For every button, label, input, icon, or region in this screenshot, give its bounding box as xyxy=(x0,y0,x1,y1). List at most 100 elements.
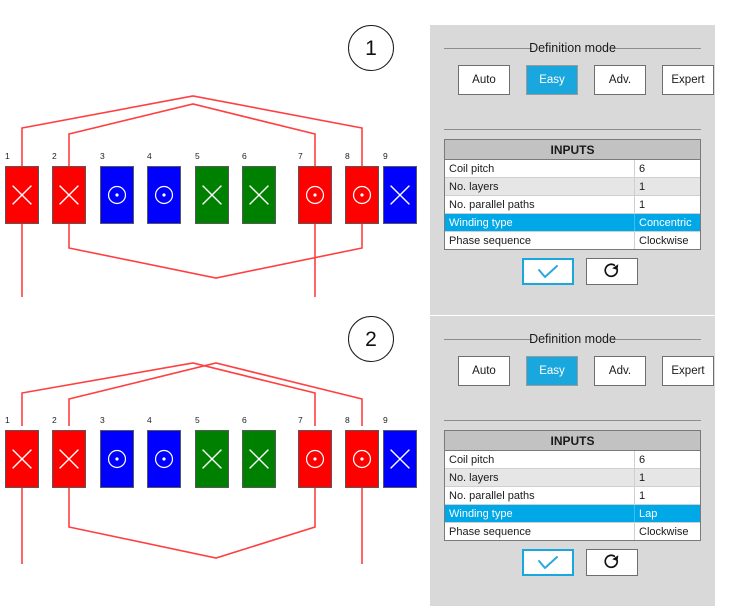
slot-number-3: 3 xyxy=(100,415,105,425)
groupbox-line-left xyxy=(444,339,532,340)
panel-divider xyxy=(444,420,701,421)
panel-actions-1 xyxy=(430,258,715,288)
slot-2[interactable] xyxy=(52,430,86,488)
slot-1[interactable] xyxy=(5,166,39,224)
definition-mode-buttons-1: Auto Easy Adv. Expert xyxy=(444,65,714,99)
current-out-icon xyxy=(154,449,174,469)
groupbox-line-right xyxy=(613,339,701,340)
step-badge-1-number: 1 xyxy=(365,36,377,60)
slot-3[interactable] xyxy=(100,166,134,224)
row-value[interactable]: Lap xyxy=(639,507,658,520)
row-value[interactable]: 1 xyxy=(639,180,646,193)
current-in-icon xyxy=(12,449,32,469)
definition-mode-legend: Definition mode xyxy=(529,41,616,55)
check-icon xyxy=(538,555,558,569)
coil-path-2-8-top xyxy=(68,362,363,426)
current-out-icon xyxy=(352,185,372,205)
slot-number-7: 7 xyxy=(298,415,303,425)
row-label: Coil pitch xyxy=(445,451,635,468)
row-value[interactable]: 1 xyxy=(639,471,646,484)
slot-9[interactable] xyxy=(383,430,417,488)
slot-6[interactable] xyxy=(242,166,276,224)
slot-number-4: 4 xyxy=(147,151,152,161)
lap-winding-paths xyxy=(21,362,363,564)
step-badge-1: 1 xyxy=(348,25,394,71)
confirm-button[interactable] xyxy=(522,549,574,576)
definition-mode-group-2: Definition mode Auto Easy Adv. Expert xyxy=(444,330,714,402)
definition-panel-2: Definition mode Auto Easy Adv. Expert IN… xyxy=(430,316,715,606)
slot-number-4: 4 xyxy=(147,415,152,425)
current-in-icon xyxy=(59,185,79,205)
slot-number-8: 8 xyxy=(345,151,350,161)
mode-button-easy[interactable]: Easy xyxy=(526,356,578,386)
slot-number-9: 9 xyxy=(383,415,388,425)
mode-button-expert[interactable]: Expert xyxy=(662,65,714,95)
row-label: Coil pitch xyxy=(445,160,635,177)
table-row[interactable]: Phase sequence Clockwise xyxy=(445,232,700,249)
mode-button-auto[interactable]: Auto xyxy=(458,356,510,386)
slot-3[interactable] xyxy=(100,430,134,488)
mode-button-adv[interactable]: Adv. xyxy=(594,356,646,386)
row-value[interactable]: 1 xyxy=(639,489,646,502)
row-value[interactable]: 6 xyxy=(639,162,646,175)
mode-button-easy[interactable]: Easy xyxy=(526,65,578,95)
groupbox-line-left xyxy=(444,48,532,49)
definition-panel-1: Definition mode Auto Easy Adv. Expert IN… xyxy=(430,25,715,315)
slot-2[interactable] xyxy=(52,166,86,224)
row-value[interactable]: 1 xyxy=(639,198,646,211)
row-value[interactable]: Clockwise xyxy=(639,525,689,538)
panel-actions-2 xyxy=(430,549,715,579)
mode-button-adv[interactable]: Adv. xyxy=(594,65,646,95)
slot-4[interactable] xyxy=(147,430,181,488)
slot-8[interactable] xyxy=(345,166,379,224)
coil-path-outer-top xyxy=(21,95,363,195)
current-in-icon xyxy=(12,185,32,205)
slot-4[interactable] xyxy=(147,166,181,224)
slot-1[interactable] xyxy=(5,430,39,488)
slot-number-7: 7 xyxy=(298,151,303,161)
row-label: Phase sequence xyxy=(445,232,635,249)
slot-number-3: 3 xyxy=(100,151,105,161)
current-in-icon xyxy=(59,449,79,469)
row-value[interactable]: Clockwise xyxy=(639,234,689,247)
row-label: No. layers xyxy=(445,469,635,486)
table-row[interactable]: Coil pitch 6 xyxy=(445,160,700,178)
slot-5[interactable] xyxy=(195,166,229,224)
reset-button[interactable] xyxy=(586,258,638,285)
confirm-button[interactable] xyxy=(522,258,574,285)
table-row[interactable]: Coil pitch 6 xyxy=(445,451,700,469)
row-value[interactable]: Concentric xyxy=(639,216,692,229)
slot-6[interactable] xyxy=(242,430,276,488)
reset-button[interactable] xyxy=(586,549,638,576)
concentric-winding-paths xyxy=(21,95,363,297)
slot-7[interactable] xyxy=(298,430,332,488)
slot-number-6: 6 xyxy=(242,151,247,161)
slot-9[interactable] xyxy=(383,166,417,224)
current-out-icon xyxy=(305,449,325,469)
current-in-icon xyxy=(249,449,269,469)
mode-button-expert[interactable]: Expert xyxy=(662,356,714,386)
slot-number-5: 5 xyxy=(195,151,200,161)
definition-mode-buttons-2: Auto Easy Adv. Expert xyxy=(444,356,714,390)
row-value[interactable]: 6 xyxy=(639,453,646,466)
slot-5[interactable] xyxy=(195,430,229,488)
slot-7[interactable] xyxy=(298,166,332,224)
current-in-icon xyxy=(202,449,222,469)
slot-number-2: 2 xyxy=(52,151,57,161)
mode-button-auto[interactable]: Auto xyxy=(458,65,510,95)
current-out-icon xyxy=(154,185,174,205)
table-row[interactable]: No. layers 1 xyxy=(445,469,700,487)
slot-8[interactable] xyxy=(345,430,379,488)
slot-number-5: 5 xyxy=(195,415,200,425)
